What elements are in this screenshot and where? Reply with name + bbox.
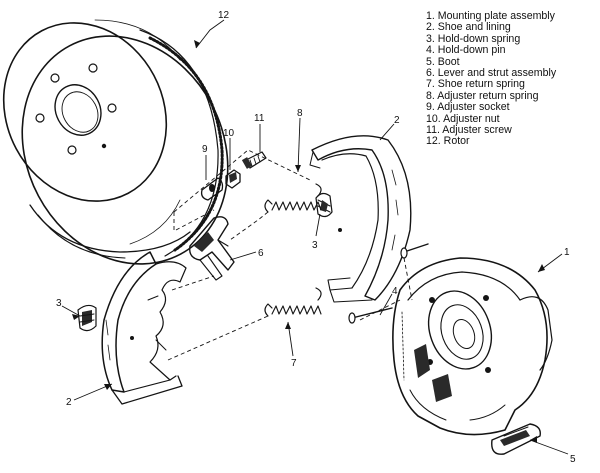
legend-item-12: 12. Rotor — [426, 135, 470, 148]
legend-item-2: 2. Shoe and lining — [426, 21, 511, 34]
parts-legend: 1. Mounting plate assembly 2. Shoe and l… — [426, 10, 557, 148]
callout-2-top: 2 — [394, 115, 400, 126]
leader-arrowheads — [72, 40, 545, 443]
callout-3-top: 3 — [312, 240, 318, 251]
callout-3-left: 3 — [56, 298, 62, 309]
legend-item-9: 9. Adjuster socket — [426, 101, 510, 114]
callout-12: 12 — [218, 10, 230, 21]
callout-11: 11 — [254, 113, 265, 124]
hold-down-pin-upper — [400, 243, 429, 259]
brake-shoe-right — [309, 135, 412, 303]
callout-6: 6 — [258, 248, 264, 259]
rotor — [2, 19, 229, 265]
legend-item-10: 10. Adjuster nut — [426, 112, 500, 125]
assembly-guide-lines-upper — [173, 149, 311, 241]
legend-item-7: 7. Shoe return spring — [426, 78, 525, 91]
assembly-guide-lines-lower — [167, 257, 413, 361]
hold-down-spring-left — [77, 304, 97, 332]
legend-item-5: 5. Boot — [426, 55, 460, 68]
callout-2-bottom: 2 — [66, 397, 72, 408]
legend-item-11: 11. Adjuster screw — [426, 124, 512, 137]
callout-7: 7 — [291, 358, 297, 369]
legend-item-3: 3. Hold-down spring — [426, 32, 521, 45]
brake-shoe-left — [101, 251, 187, 405]
callout-10: 10 — [223, 128, 235, 139]
callout-4: 4 — [392, 286, 398, 297]
callout-labels: 12 11 10 9 8 2 3 6 1 3 4 7 2 5 — [56, 10, 576, 465]
hold-down-spring-top — [315, 192, 333, 218]
callout-5: 5 — [570, 454, 576, 465]
legend-item-6: 6. Lever and strut assembly — [426, 67, 557, 80]
callout-8: 8 — [297, 108, 303, 119]
legend-item-4: 4. Hold-down pin — [426, 44, 506, 57]
legend-item-1: 1. Mounting plate assembly — [426, 10, 555, 22]
hold-down-pin-lower — [348, 307, 393, 324]
adjuster-socket — [200, 177, 224, 201]
adjuster-screw — [241, 151, 267, 169]
mounting-plate-assembly — [392, 257, 553, 436]
callout-9: 9 — [202, 144, 208, 155]
adjuster-return-spring — [264, 183, 322, 213]
adjuster-nut — [225, 169, 241, 189]
shoe-return-spring — [264, 287, 322, 317]
boot — [491, 423, 541, 455]
legend-item-8: 8. Adjuster return spring — [426, 89, 539, 102]
callout-1: 1 — [564, 247, 570, 258]
lever-and-strut-assembly — [189, 216, 235, 281]
